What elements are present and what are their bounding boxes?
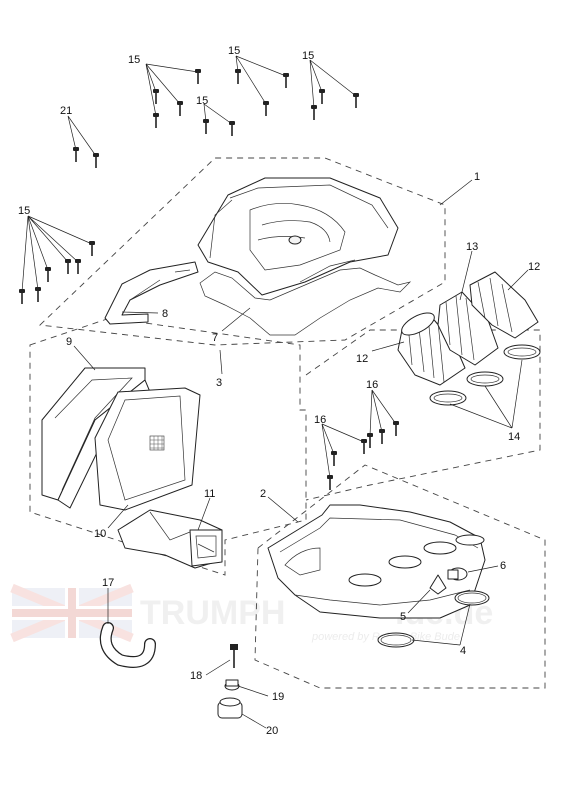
screw-icon [393,421,399,436]
callout-15-b: 15 [228,45,240,57]
callout-14: 14 [508,431,520,443]
callout-6: 6 [500,560,506,572]
callout-12-lower: 12 [356,353,368,365]
leader-lines [21,55,529,729]
screw-icon [353,93,359,108]
screw-icon [283,73,289,88]
mounting-stud [230,644,238,668]
callout-19: 19 [272,691,284,703]
callout-1: 1 [474,171,480,183]
callout-4: 4 [460,645,466,657]
screw-icon [361,439,367,454]
union-flag-logo [10,583,134,643]
callout-21: 21 [60,105,72,117]
callout-11: 11 [204,488,215,500]
callout-15-c: 15 [302,50,314,62]
group-outline-1 [38,157,446,346]
bracket-detail [129,269,191,301]
screw-icon [75,259,81,274]
screw-icon [229,121,235,136]
intake-duct [117,509,223,569]
airbox-lower-housing [267,504,486,619]
screw-icon [319,89,325,104]
assembly-group-outlines [29,157,546,689]
callout-7: 7 [212,332,218,344]
callout-13: 13 [466,241,478,253]
callout-16-upper: 16 [366,379,378,391]
fastener-bolts [19,69,399,490]
screw-icon [331,451,337,466]
drain-plug [447,567,468,581]
screw-icon [65,259,71,274]
retaining-clip [429,574,447,595]
callout-9: 9 [66,336,72,348]
intake-runner-left [397,312,466,386]
airbox-top-cover [197,177,399,296]
rubber-mount [217,697,243,719]
callout-3: 3 [216,377,222,389]
intake-runner-middle [437,291,499,366]
screw-icon [89,241,95,256]
callout-18: 18 [190,670,202,682]
screw-icon [93,153,99,168]
callout-labels: 1 2 3 4 5 6 7 8 9 10 11 12 12 13 14 15 1… [18,45,540,737]
callout-15-a: 15 [128,54,140,66]
screw-icon [177,101,183,116]
screw-icon [195,69,201,84]
callout-20: 20 [266,725,278,737]
callout-2: 2 [260,488,266,500]
o-rings [377,590,490,648]
group-outline-3 [29,317,307,576]
callout-15-e: 15 [18,205,30,217]
callout-8: 8 [162,308,168,320]
callout-10: 10 [94,528,106,540]
airbox-seal [199,267,412,336]
intake-runner-right [469,271,539,339]
callout-12-upper: 12 [528,261,540,273]
callout-17: 17 [102,577,114,589]
hose-clamps [429,344,541,406]
grommet [224,679,240,691]
group-outline-14 [305,329,541,501]
callout-5: 5 [400,611,406,623]
group-outline-2 [254,464,546,689]
callout-15-d: 15 [196,95,208,107]
filter-mesh-icon [149,435,165,451]
mounting-bracket [104,261,199,325]
callout-16-lower: 16 [314,414,326,426]
air-filter-element [94,387,201,511]
screw-icon [263,101,269,116]
watermark-brand: TRUMPH [140,594,285,632]
